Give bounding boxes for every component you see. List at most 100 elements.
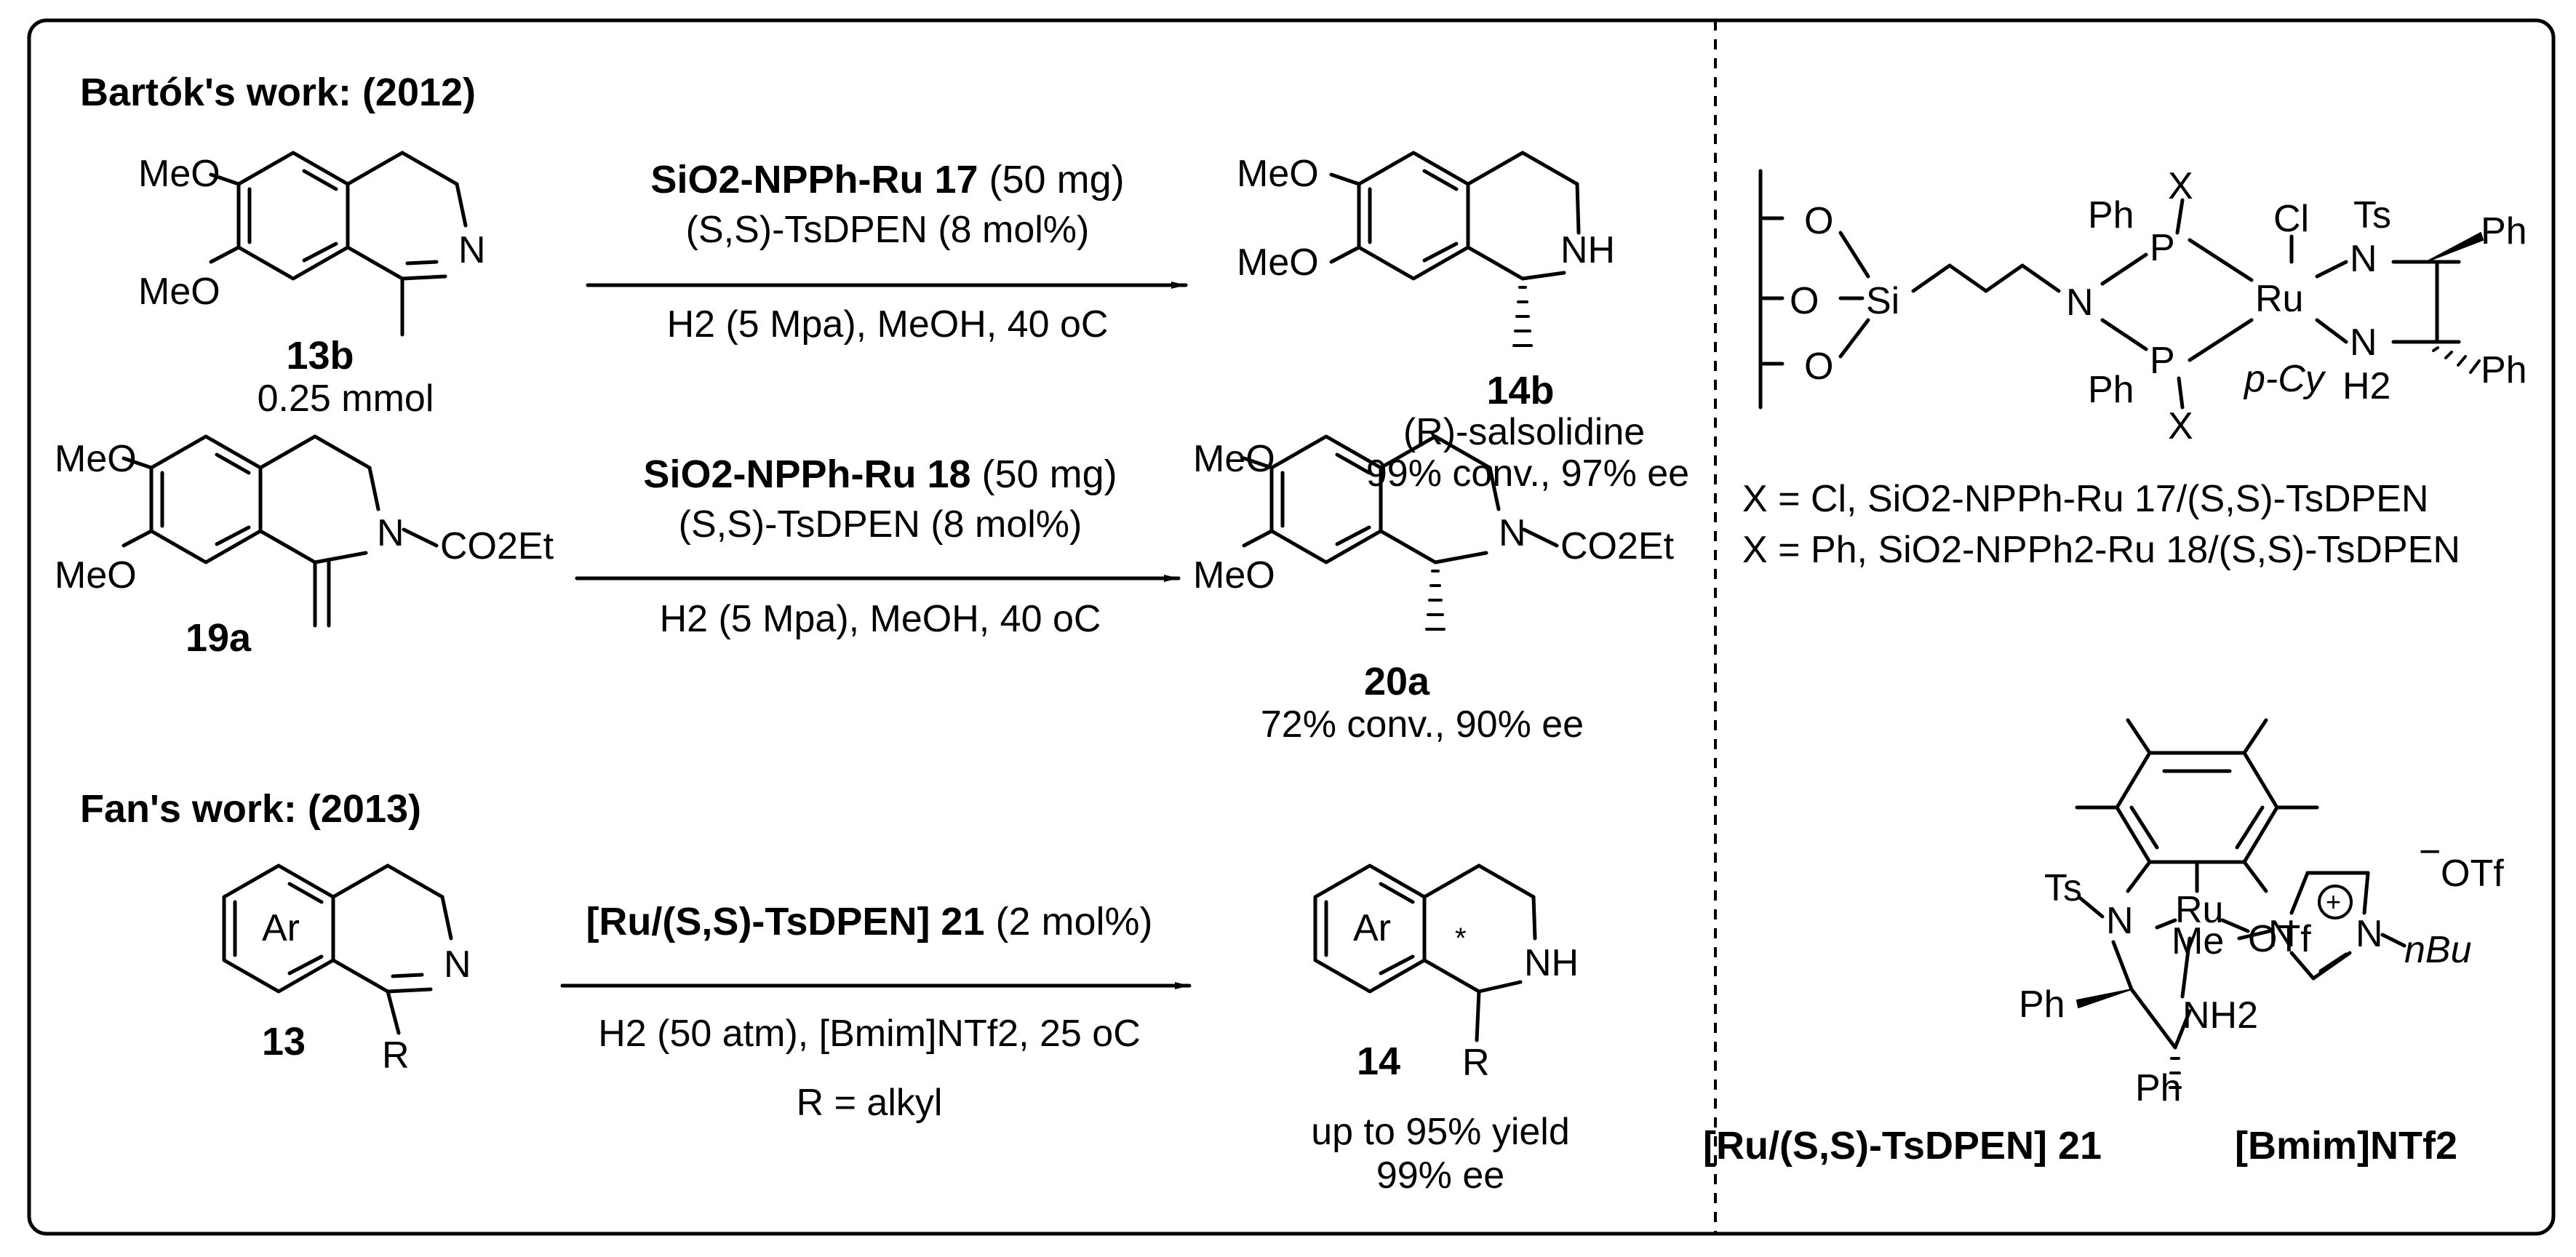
- atom-n: N: [2268, 913, 2296, 955]
- stereo-hash-cat: [2432, 346, 2481, 374]
- atom-r: R: [1462, 1042, 1490, 1084]
- atom-ru: Ru: [2175, 889, 2224, 931]
- atom-o: O: [1790, 280, 1819, 322]
- catalyst-18-amount: (50 mg): [981, 452, 1117, 496]
- atom-n: N: [444, 943, 471, 986]
- conditions-1-bottom: H2 (5 Mpa), MeOH, 40 oC: [666, 303, 1109, 346]
- atom-x: X: [2168, 165, 2193, 207]
- atom-nh: NH: [1560, 229, 1616, 271]
- atom-si: Si: [1866, 280, 1900, 322]
- legend-x-cl: X = Cl, SiO2-NPPh-Ru 17/(S,S)-TsDPEN: [1742, 478, 2429, 520]
- group-co2et: CO2Et: [1560, 525, 1675, 567]
- compound-label-13b: 13b: [286, 334, 354, 378]
- ligand-pcy: p-Cy: [2244, 358, 2324, 400]
- structure-19a: [121, 434, 439, 628]
- stereo-wedge-1: [2425, 232, 2484, 263]
- atom-n: N: [377, 512, 404, 554]
- compound-label-14: 14: [1356, 1039, 1401, 1083]
- atom-ph: Ph: [2135, 1067, 2182, 1109]
- charge-minus: −: [2419, 831, 2441, 873]
- atom-o: O: [1804, 200, 1834, 242]
- structure-silica-ru-catalyst: [1758, 169, 2461, 410]
- compound-label-13: 13: [261, 1020, 306, 1064]
- catalyst-17-name: SiO2-NPPh-Ru 17: [650, 158, 978, 201]
- atom-cl: Cl: [2273, 198, 2310, 240]
- group-nbu: nBu: [2404, 929, 2472, 971]
- result-14b: 99% conv., 97% ee: [1365, 452, 1690, 495]
- atom-meo: MeO: [55, 438, 137, 480]
- compound-label-19a: 19a: [185, 616, 252, 660]
- name-14b: (R)-salsolidine: [1403, 411, 1646, 453]
- atom-n: N: [2356, 913, 2383, 955]
- positive-charge-circle: [2318, 885, 2353, 919]
- catalyst-17-amount: (50 mg): [989, 158, 1125, 201]
- atom-n: N: [2350, 238, 2377, 280]
- atom-n: N: [2066, 282, 2094, 324]
- structure-14b: [1329, 151, 1581, 281]
- atom-ph: Ph: [2481, 349, 2527, 391]
- conditions-1-ligand: (S,S)-TsDPEN (8 mol%): [685, 209, 1090, 251]
- atom-meo: MeO: [1237, 153, 1319, 195]
- atom-n: N: [2106, 900, 2134, 942]
- stereo-hash-20a: [1425, 570, 1445, 631]
- result-20a: 72% conv., 90% ee: [1260, 703, 1584, 746]
- atom-meo: MeO: [1193, 438, 1275, 480]
- legend-x-ph: X = Ph, SiO2-NPPh2-Ru 18/(S,S)-TsDPEN: [1742, 529, 2460, 571]
- atom-h2: H2: [2342, 365, 2391, 407]
- structure-20a: [1242, 434, 1559, 564]
- atom-ph: Ph: [2088, 369, 2134, 411]
- stereocenter-star: *: [1455, 922, 1467, 954]
- yield-14: up to 95% yield: [1311, 1111, 1570, 1153]
- outer-frame: [27, 18, 2556, 1236]
- atom-ph: Ph: [2088, 194, 2134, 236]
- atom-ru: Ru: [2255, 278, 2304, 320]
- catalyst-18-name: SiO2-NPPh-Ru 18: [643, 452, 971, 496]
- atom-meo: MeO: [55, 554, 137, 596]
- structure-13: [222, 863, 453, 1035]
- conditions-2-top: SiO2-NPPh-Ru 18 (50 mg): [643, 455, 1117, 494]
- atom-x: X: [2168, 405, 2193, 447]
- atom-n: N: [1499, 512, 1526, 554]
- amount-13b: 0.25 mmol: [257, 378, 434, 420]
- conditions-3-r: R = alkyl: [796, 1082, 943, 1124]
- structure-ru-tsdpen-21: [2075, 718, 2319, 1050]
- atom-meo: MeO: [1237, 242, 1319, 284]
- conditions-3-top: [Ru/(S,S)-TsDPEN] 21 (2 mol%): [586, 902, 1152, 941]
- catalyst-21-name: [Ru/(S,S)-TsDPEN] 21: [586, 900, 985, 943]
- group-co2et: CO2Et: [440, 525, 554, 567]
- atom-ts: Ts: [2353, 194, 2391, 236]
- atom-meo: MeO: [138, 271, 220, 313]
- conditions-2-ligand: (S,S)-TsDPEN (8 mol%): [678, 503, 1082, 546]
- atom-meo: MeO: [138, 153, 220, 195]
- atom-ts: Ts: [2044, 867, 2082, 909]
- conditions-2-bottom: H2 (5 Mpa), MeOH, 40 oC: [659, 598, 1101, 640]
- atom-r: R: [382, 1034, 410, 1077]
- conditions-3-bottom: H2 (50 atm), [Bmim]NTf2, 25 oC: [598, 1013, 1141, 1055]
- stereo-hash-14b: [1512, 286, 1533, 347]
- catalyst-21-amount: (2 mol%): [995, 900, 1153, 943]
- compound-label-20a: 20a: [1363, 660, 1430, 703]
- atom-n: N: [458, 229, 486, 271]
- stereo-hash-21: [2169, 1057, 2182, 1089]
- structure-bmim: [2237, 871, 2406, 981]
- header-bartok: Bartók's work: (2012): [80, 71, 476, 114]
- atom-ph: Ph: [2481, 210, 2527, 252]
- atom-nh: NH: [1524, 942, 1579, 984]
- ee-14: 99% ee: [1376, 1154, 1505, 1197]
- structure-13b: [209, 151, 468, 337]
- header-fan: Fan's work: (2013): [80, 787, 421, 831]
- atom-ar: Ar: [262, 907, 300, 949]
- atom-meo: MeO: [1193, 554, 1275, 596]
- atom-ar: Ar: [1353, 907, 1391, 949]
- atom-ph: Ph: [2019, 983, 2065, 1026]
- compound-label-21: [Ru/(S,S)-TsDPEN] 21: [1702, 1124, 2102, 1168]
- charge-plus: +: [2326, 887, 2342, 917]
- compound-label-bmim: [Bmim]NTf2: [2235, 1124, 2457, 1168]
- conditions-1-top: SiO2-NPPh-Ru 17 (50 mg): [650, 160, 1124, 199]
- atom-me: Me: [2172, 920, 2225, 962]
- atom-otf: OTf: [2248, 918, 2311, 960]
- atom-nh2: NH2: [2182, 994, 2259, 1037]
- atom-p: P: [2150, 227, 2175, 269]
- atom-n: N: [2350, 322, 2377, 364]
